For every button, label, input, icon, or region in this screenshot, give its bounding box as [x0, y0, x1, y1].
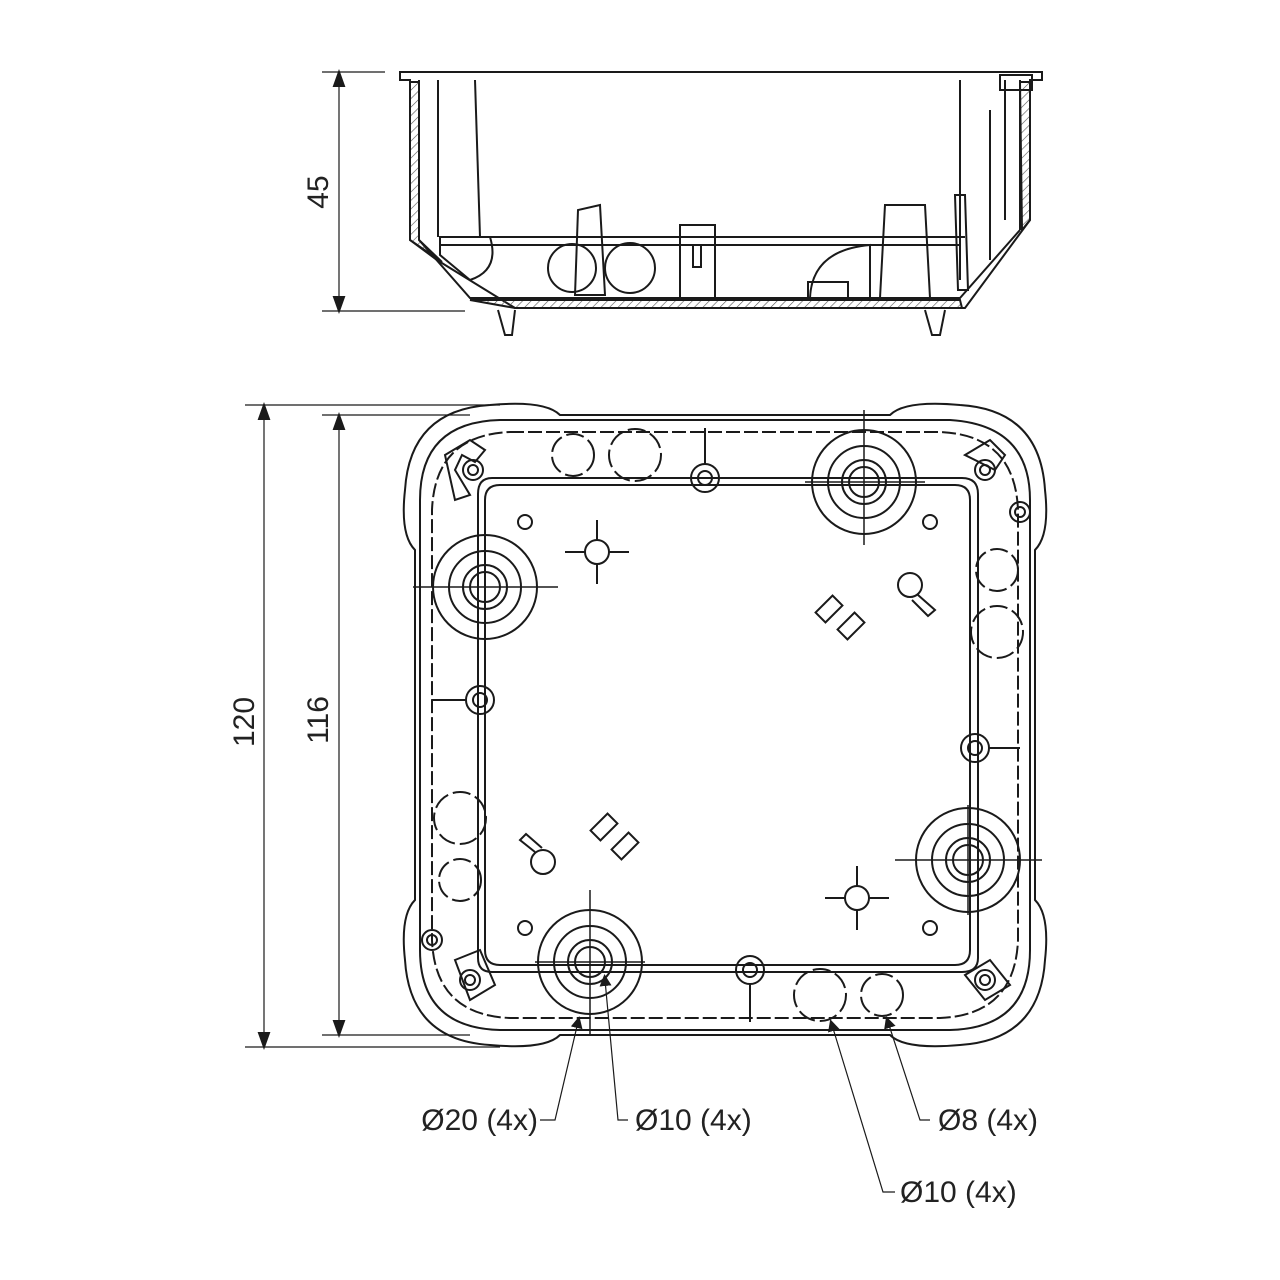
- dim-45-label: 45: [302, 175, 335, 208]
- cross-mount-top: [565, 520, 629, 584]
- knockout-d20-left: [413, 530, 558, 640]
- cross-mount-bottom: [825, 866, 889, 930]
- dim-120-label: 120: [228, 697, 261, 747]
- top-view: [245, 402, 1048, 1050]
- side-view: [322, 69, 1043, 336]
- dim-116-label: 116: [302, 696, 335, 744]
- knockout-d20-bottom: [535, 890, 645, 1035]
- knockout-d20-right: [895, 805, 1042, 915]
- callout-d10-b: Ø10 (4x): [900, 1176, 1017, 1209]
- callout-d8: Ø8 (4x): [938, 1104, 1038, 1137]
- callout-d10-a: Ø10 (4x): [635, 1104, 752, 1137]
- callout-d20: Ø20 (4x): [421, 1104, 538, 1137]
- knockouts-small: [433, 428, 1024, 1022]
- leader-lines: [540, 974, 930, 1193]
- knockout-d20-top: [805, 410, 925, 545]
